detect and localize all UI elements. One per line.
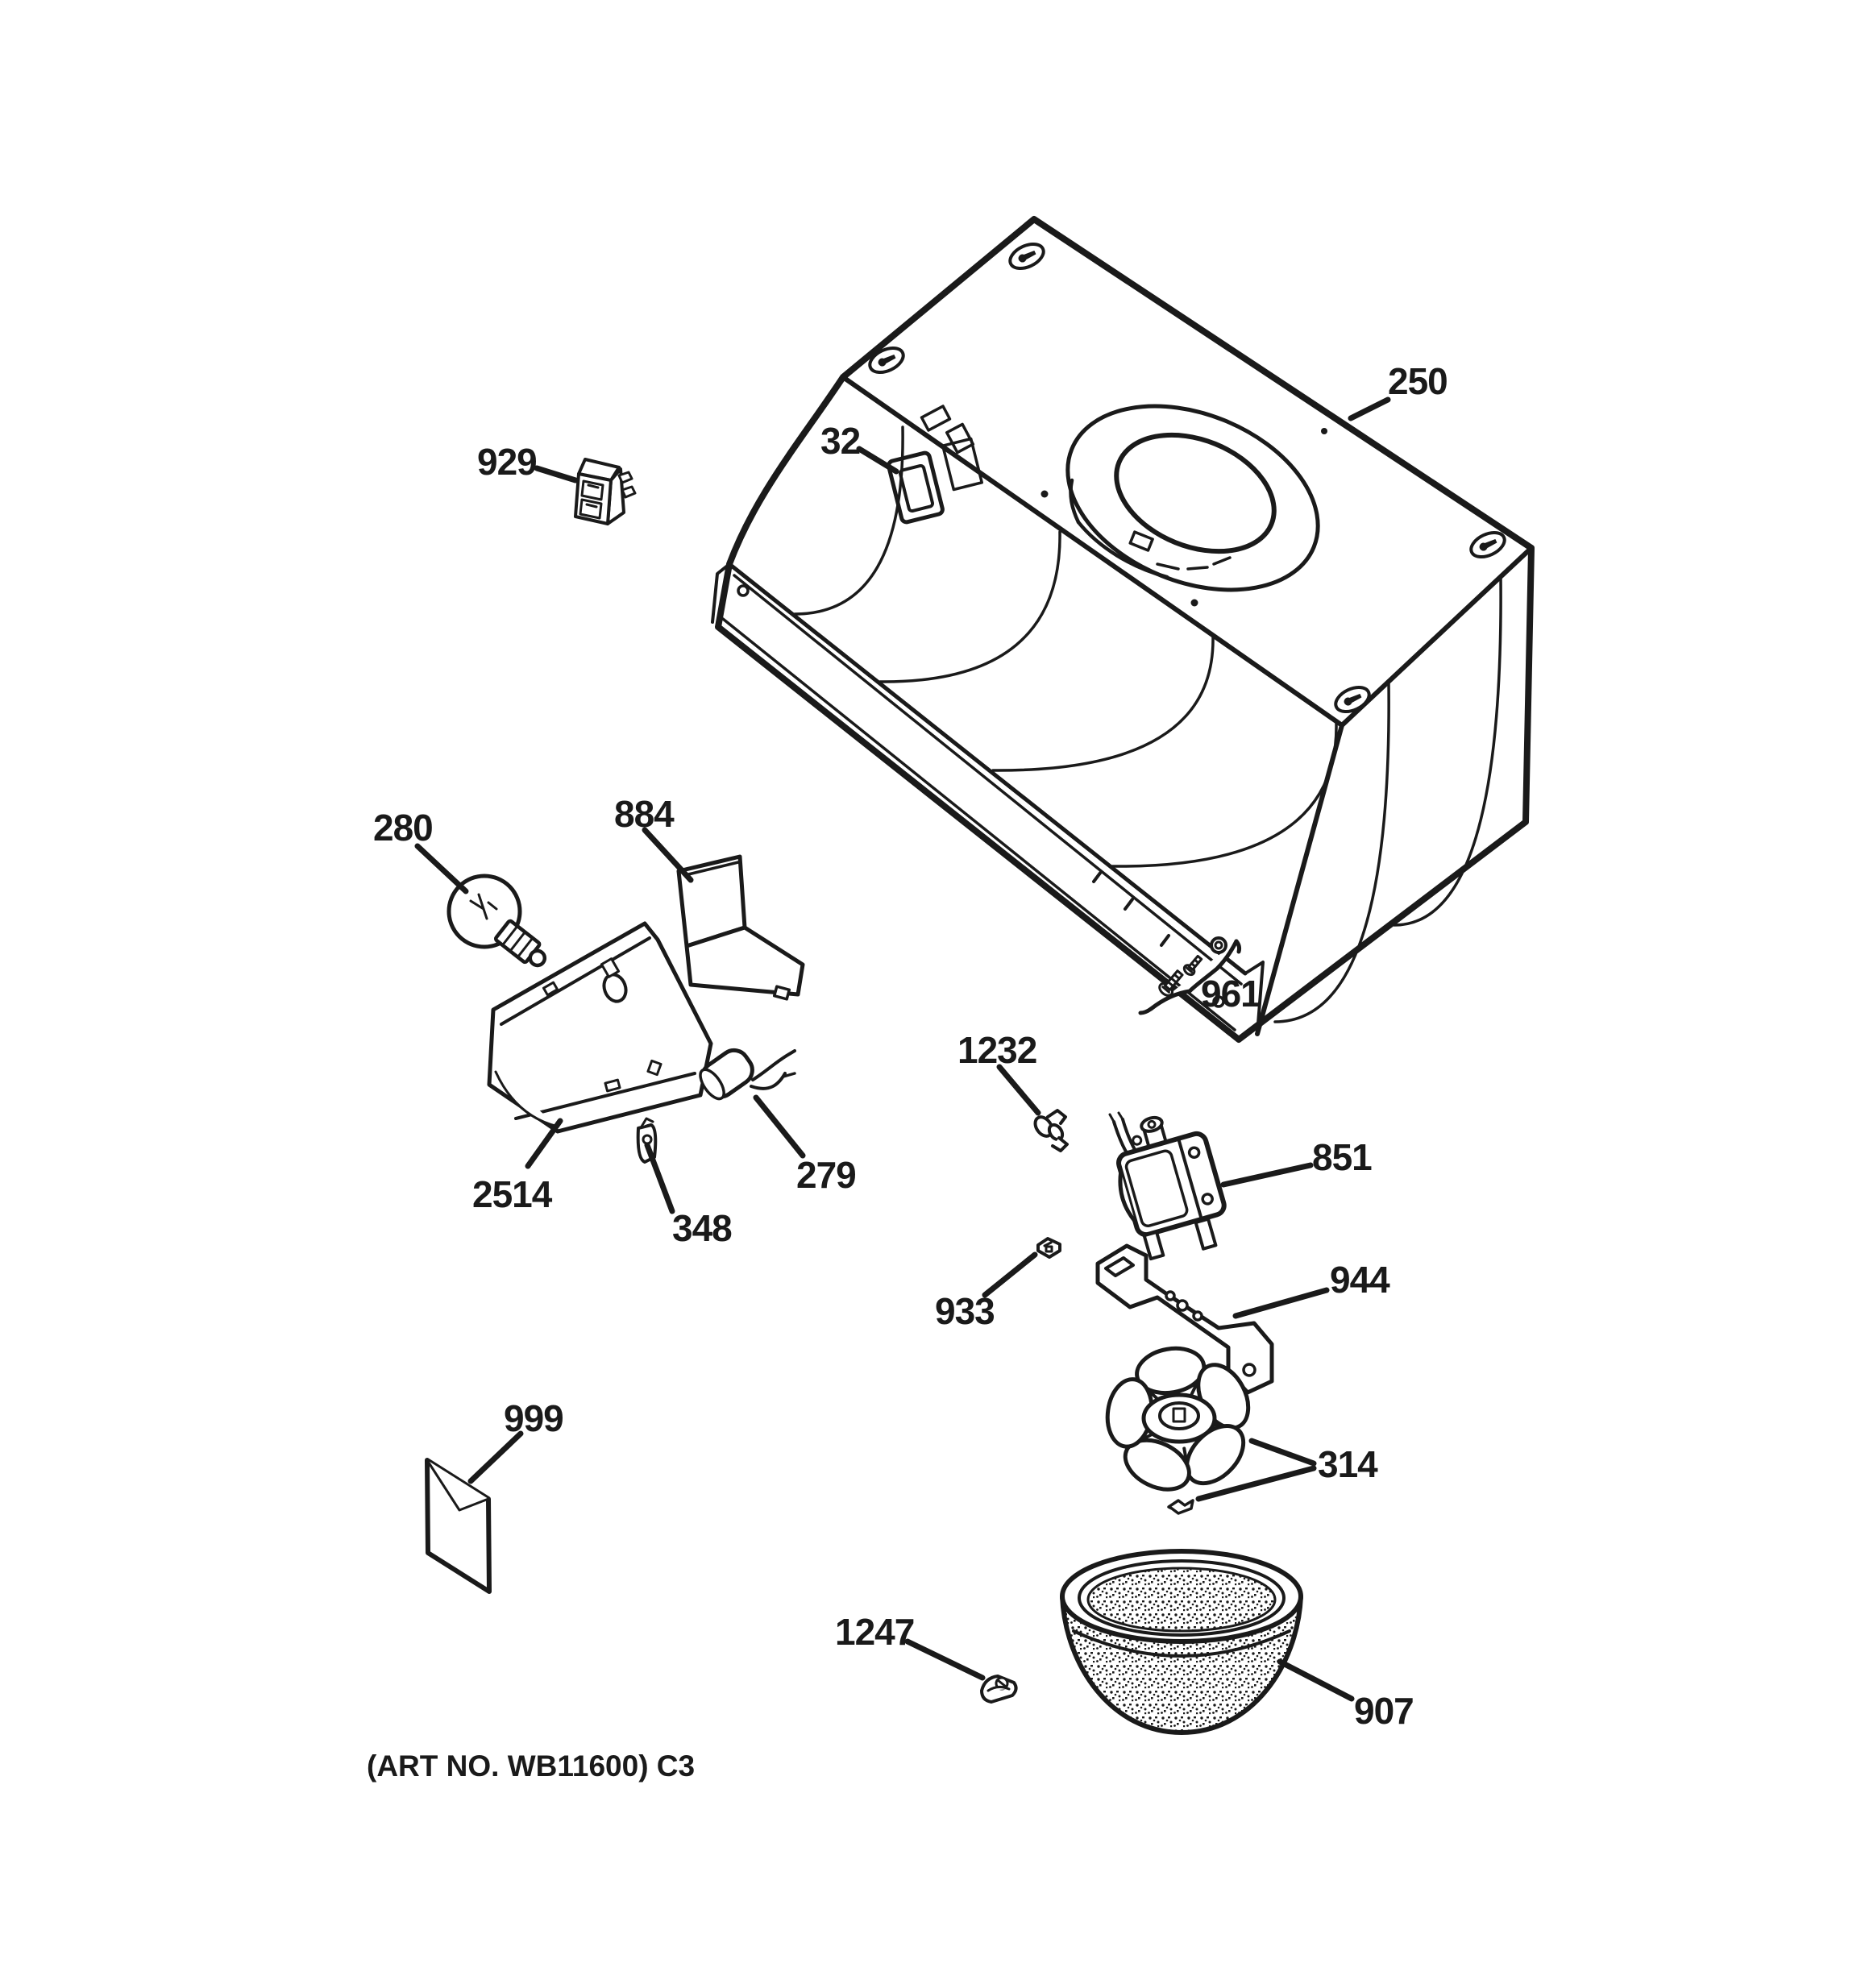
- part-label-933: 933: [935, 1290, 995, 1332]
- part-label-907: 907: [1354, 1690, 1414, 1732]
- speed-clip-drawing: [1036, 1237, 1061, 1259]
- part-callouts: 929 32 250 280 884 2514 348 279 961 1232…: [373, 360, 1448, 1732]
- part-label-929: 929: [477, 441, 537, 483]
- receptacle-cutout-32: [887, 450, 945, 525]
- literature-envelope-drawing: [425, 1458, 492, 1594]
- capacitor-drawing: [699, 1048, 796, 1101]
- part-label-250: 250: [1388, 360, 1448, 402]
- part-label-1232: 1232: [957, 1029, 1036, 1071]
- leader-lines: [414, 396, 1391, 1702]
- fan-blade-drawing: [1105, 1346, 1251, 1492]
- motor-bracket-drawing: [1095, 1243, 1274, 1395]
- wire-clip-drawing: [1033, 1109, 1069, 1152]
- part-label-279: 279: [796, 1154, 856, 1196]
- part-label-999: 999: [504, 1397, 563, 1439]
- rocker-switch-drawing: [574, 458, 637, 525]
- lamp-housing-drawing: [487, 921, 713, 1134]
- grease-filter-drawing: [1060, 1549, 1303, 1735]
- part-label-314: 314: [1318, 1443, 1378, 1485]
- part-label-851: 851: [1312, 1136, 1372, 1178]
- part-label-32: 32: [820, 420, 860, 462]
- part-label-348: 348: [672, 1207, 732, 1249]
- fan-motor-drawing: [1108, 1111, 1227, 1261]
- part-label-884: 884: [614, 793, 675, 835]
- part-label-2514: 2514: [472, 1173, 553, 1215]
- part-label-1247: 1247: [835, 1611, 914, 1653]
- vent-ring: [1065, 404, 1320, 592]
- part-label-961: 961: [1201, 973, 1261, 1015]
- lamp-bracket-drawing: [676, 854, 805, 1001]
- part-label-280: 280: [373, 807, 433, 849]
- ground-wire-screws-drawing: [1138, 936, 1242, 1015]
- footer-art-no: (ART NO. WB11600) C3: [367, 1749, 695, 1783]
- hood-body-drawing: [711, 216, 1535, 1043]
- fan-key-drawing: [1167, 1499, 1194, 1515]
- part-label-944: 944: [1330, 1259, 1390, 1301]
- cord-clamp-drawing: [980, 1675, 1018, 1704]
